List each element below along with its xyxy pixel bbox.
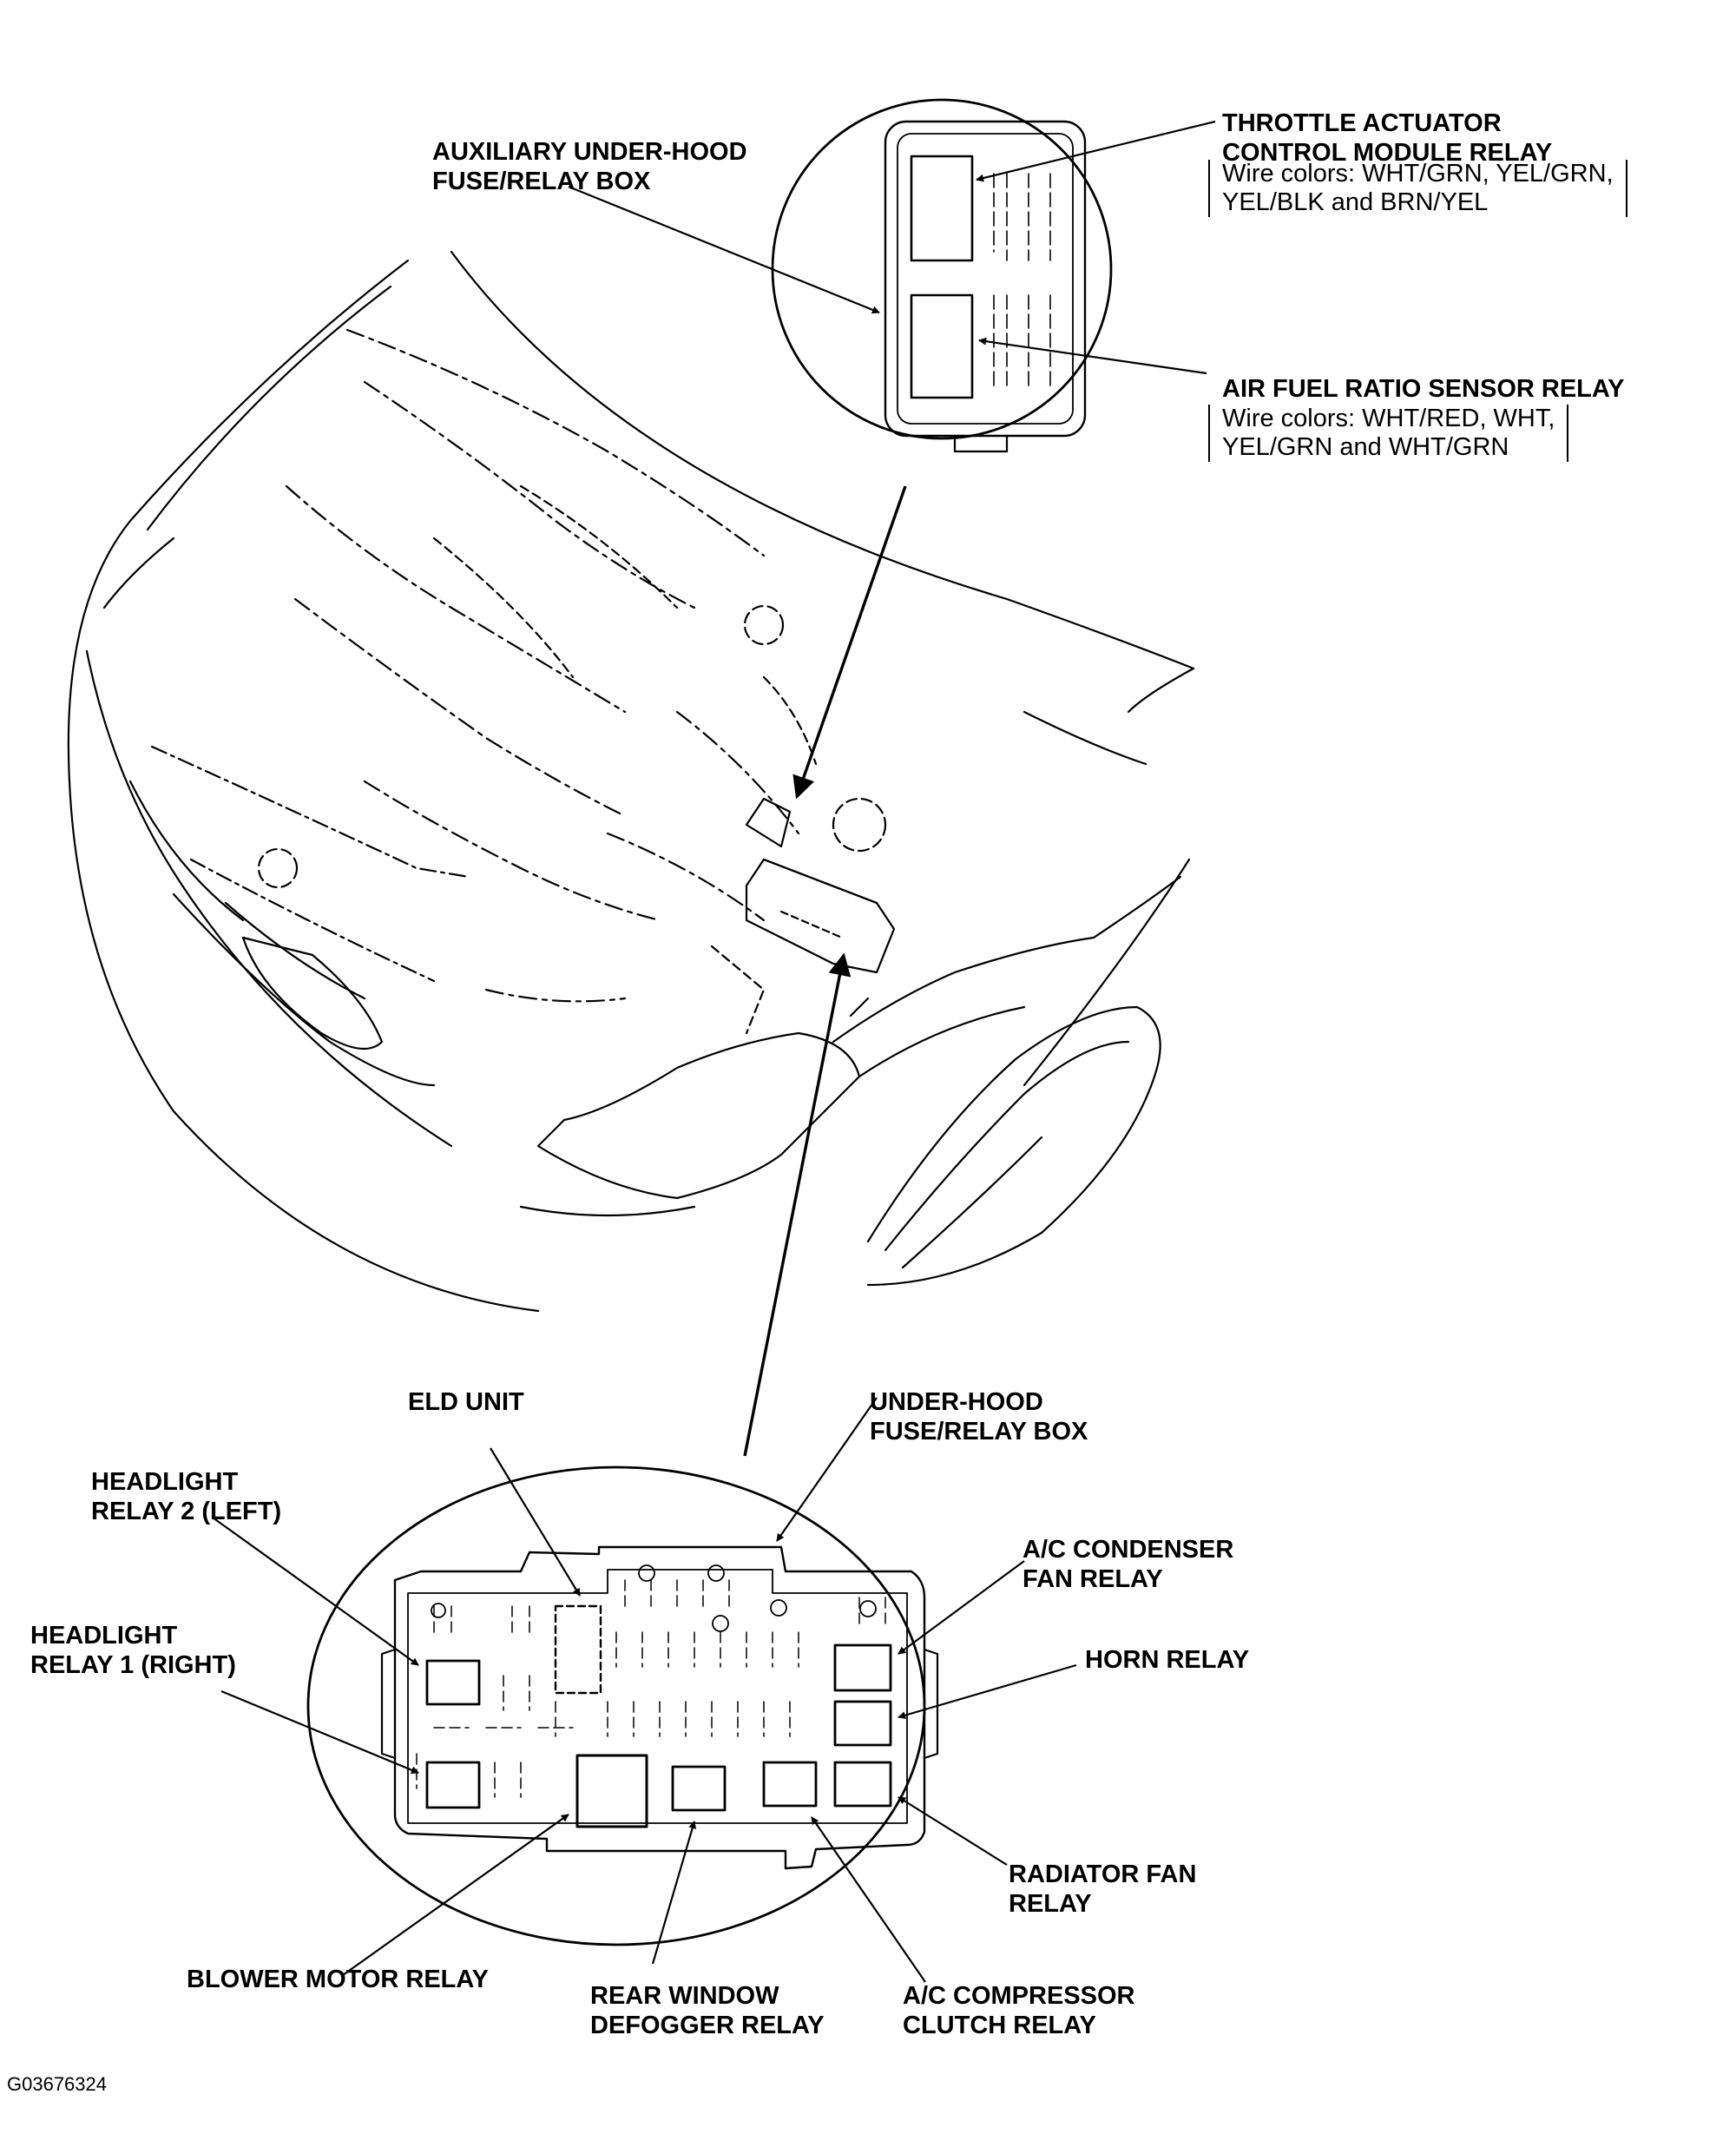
label-horn-relay: HORN RELAY — [1085, 1646, 1250, 1674]
rear-defogger-relay-slot — [671, 1765, 727, 1812]
car-engine-bay-sketch — [67, 250, 1195, 1313]
air-fuel-ratio-relay-slot — [910, 293, 974, 399]
ac-compressor-relay-slot — [762, 1761, 818, 1808]
horn-relay-slot — [833, 1700, 892, 1747]
blower-motor-relay-slot — [575, 1754, 648, 1828]
connecting-leaders — [743, 485, 907, 1457]
radiator-fan-relay-slot — [833, 1761, 892, 1808]
pointer-lines — [212, 120, 1216, 1983]
wires-air-fuel-ratio-relay: Wire colors: WHT/RED, WHT,YEL/GRN and WH… — [1208, 405, 1569, 462]
headlight-relay-2-slot — [425, 1659, 481, 1706]
throttle-actuator-relay-slot — [910, 155, 974, 262]
label-blower-motor-relay: BLOWER MOTOR RELAY — [187, 1966, 490, 1993]
auxiliary-box-detail — [771, 98, 1113, 453]
eld-unit-outline — [554, 1604, 602, 1695]
headlight-relay-1-slot — [425, 1761, 481, 1809]
label-eld-unit: ELD UNIT — [408, 1388, 524, 1416]
underhood-box-detail — [306, 1465, 939, 1946]
label-air-fuel-ratio-relay: AIR FUEL RATIO SENSOR RELAY — [1222, 375, 1625, 403]
wires-throttle-actuator-relay: Wire colors: WHT/GRN, YEL/GRN,YEL/BLK an… — [1208, 160, 1628, 217]
ac-condenser-relay-slot — [833, 1643, 892, 1692]
figure-code: G03676324 — [7, 2073, 107, 2095]
